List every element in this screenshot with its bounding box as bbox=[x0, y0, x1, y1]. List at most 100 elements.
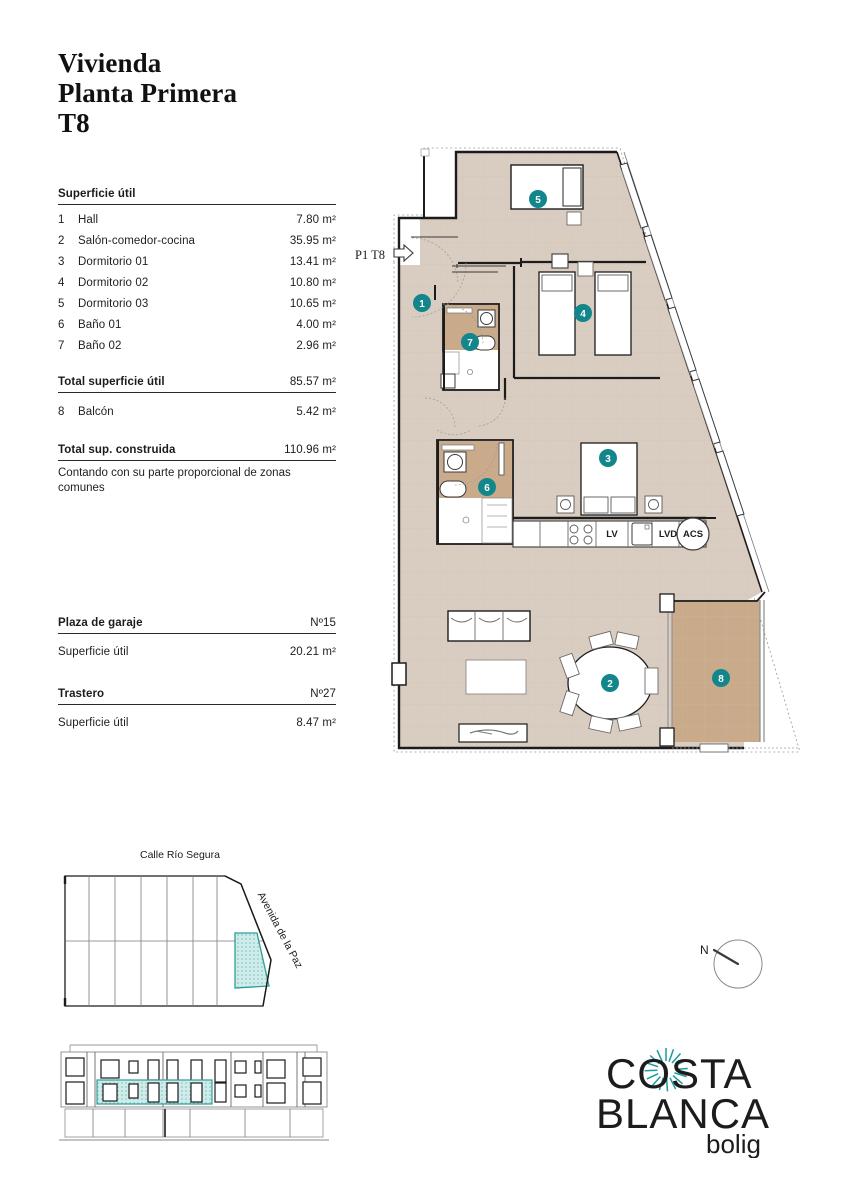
elevation-windows-upper bbox=[65, 1057, 322, 1105]
garage-heading: Plaza de garaje Nº15 bbox=[58, 617, 336, 634]
room-badge-6[interactable]: 6 bbox=[478, 478, 496, 496]
door-leaves bbox=[411, 236, 506, 273]
row-name: Hall bbox=[78, 214, 99, 226]
logo-line-2: BLANCA bbox=[596, 1090, 770, 1137]
room-badge-3[interactable]: 3 bbox=[599, 449, 617, 467]
table-row: 3 Dormitorio 01 13.41 m² bbox=[58, 256, 336, 268]
svg-text:5: 5 bbox=[535, 195, 541, 206]
building-elevation bbox=[45, 1030, 345, 1160]
site-highlight-unit bbox=[234, 932, 270, 989]
svg-text:7: 7 bbox=[467, 338, 473, 349]
total-built-label: Total sup. construida bbox=[58, 444, 176, 456]
garage-heading-label: Plaza de garaje bbox=[58, 617, 143, 629]
site-plan: Calle Río Segura Avenida de la Paz bbox=[45, 838, 345, 1023]
row-value: 10.65 m² bbox=[289, 298, 336, 310]
row-name: Dormitorio 03 bbox=[78, 298, 149, 310]
row-value: 35.95 m² bbox=[289, 235, 336, 247]
table-row: 7 Baño 02 2.96 m² bbox=[58, 340, 336, 352]
compass-north-label: N bbox=[700, 943, 709, 957]
room-badge-1[interactable]: 1 bbox=[413, 294, 431, 312]
room-badge-7[interactable]: 7 bbox=[461, 333, 479, 351]
row-name: Dormitorio 01 bbox=[78, 256, 149, 268]
total-util-value: 85.57 m² bbox=[289, 376, 336, 388]
svg-text:1: 1 bbox=[419, 299, 425, 310]
storage-table: Trastero Nº27 Superficie útil 8.47 m² bbox=[58, 688, 336, 729]
compass-rose: N bbox=[676, 918, 786, 1010]
table-row-balcony: 8 Balcón 5.42 m² bbox=[58, 406, 336, 418]
table-row: 4 Dormitorio 02 10.80 m² bbox=[58, 277, 336, 289]
room-badge-5[interactable]: 5 bbox=[529, 190, 547, 208]
appliance-label-lvd: LVD bbox=[659, 529, 677, 540]
row-value: 2.96 m² bbox=[296, 340, 336, 352]
row-name: Salón-comedor-cocina bbox=[78, 235, 196, 247]
svg-text:8: 8 bbox=[718, 674, 724, 685]
garage-number: Nº15 bbox=[310, 617, 336, 629]
site-unit-divisions bbox=[65, 876, 263, 1006]
living-room-furniture bbox=[447, 610, 531, 743]
row-value: 13.41 m² bbox=[289, 256, 336, 268]
row-name: Dormitorio 02 bbox=[78, 277, 149, 289]
page-title: Vivienda Planta Primera T8 bbox=[58, 48, 388, 138]
logo-line-3: bolig bbox=[706, 1129, 761, 1158]
row-value: 5.42 m² bbox=[296, 406, 336, 418]
garage-area-value: 20.21 m² bbox=[289, 646, 336, 658]
row-number: 2 bbox=[58, 235, 65, 247]
elevation-ground-floor bbox=[64, 1108, 324, 1138]
common-zones-note: Contando con su parte proporcional de zo… bbox=[58, 467, 291, 494]
title-line-1: Vivienda bbox=[58, 48, 162, 78]
title-line-3: T8 bbox=[58, 108, 90, 138]
storage-area-label: Superficie útil bbox=[58, 717, 129, 729]
row-number: 6 bbox=[58, 319, 65, 331]
logo-line-1: COSTA bbox=[606, 1050, 753, 1097]
row-name: Balcón bbox=[78, 406, 114, 418]
area-table: Superficie útil 1 Hall 7.80 m² 2 Salón-c… bbox=[58, 188, 336, 496]
table-row: 1 Hall 7.80 m² bbox=[58, 214, 336, 226]
balcony bbox=[659, 591, 800, 753]
room-bathroom-01 bbox=[436, 439, 514, 545]
row-number: 3 bbox=[58, 256, 65, 268]
storage-area-value: 8.47 m² bbox=[296, 717, 336, 729]
entry-marker: P1 T8 bbox=[355, 243, 414, 263]
logo: COSTA BLANCA bolig bbox=[588, 1040, 798, 1159]
room-bedroom-03 bbox=[510, 164, 584, 226]
room-badge-4[interactable]: 4 bbox=[574, 304, 592, 322]
title-line-2: Planta Primera bbox=[58, 78, 238, 108]
garage-area-row: Superficie útil 20.21 m² bbox=[58, 646, 336, 658]
room-badges: 1 2 3 4 5 bbox=[413, 190, 730, 692]
row-value: 4.00 m² bbox=[296, 319, 336, 331]
floor-plan: LV LVD ACS bbox=[340, 130, 840, 770]
row-number: 7 bbox=[58, 340, 65, 352]
sun-icon bbox=[644, 1048, 688, 1092]
appliance-label-lv: LV bbox=[606, 529, 618, 540]
row-number: 5 bbox=[58, 298, 65, 310]
area-table-heading: Superficie útil bbox=[58, 188, 336, 205]
upper-terrace bbox=[420, 148, 457, 219]
total-built-row: Total sup. construida 110.96 m² bbox=[58, 444, 336, 461]
row-number: 1 bbox=[58, 214, 65, 226]
room-bedroom-02 bbox=[538, 253, 632, 356]
total-util-label: Total superficie útil bbox=[58, 376, 165, 388]
svg-text:4: 4 bbox=[580, 309, 586, 320]
svg-text:3: 3 bbox=[605, 454, 611, 465]
storage-number: Nº27 bbox=[310, 688, 336, 700]
storage-area-row: Superficie útil 8.47 m² bbox=[58, 717, 336, 729]
row-number: 4 bbox=[58, 277, 65, 289]
site-street-top-label: Calle Río Segura bbox=[140, 849, 220, 861]
storage-heading-label: Trastero bbox=[58, 688, 105, 700]
appliance-labels: LV LVD ACS bbox=[606, 529, 703, 540]
room-badge-2[interactable]: 2 bbox=[601, 674, 619, 692]
total-built-value: 110.96 m² bbox=[284, 444, 336, 456]
row-name: Baño 01 bbox=[78, 319, 122, 331]
row-value: 7.80 m² bbox=[296, 214, 336, 226]
storage-heading: Trastero Nº27 bbox=[58, 688, 336, 705]
room-badge-8[interactable]: 8 bbox=[712, 669, 730, 687]
compass-needle bbox=[712, 948, 740, 966]
table-row: 5 Dormitorio 03 10.65 m² bbox=[58, 298, 336, 310]
svg-text:2: 2 bbox=[607, 679, 613, 690]
total-util-row: Total superficie útil 85.57 m² bbox=[58, 376, 336, 393]
garage-area-label: Superficie útil bbox=[58, 646, 129, 658]
diagonal-facade bbox=[616, 151, 770, 593]
entry-arrow-icon bbox=[393, 243, 414, 263]
unit-walls bbox=[397, 150, 744, 750]
